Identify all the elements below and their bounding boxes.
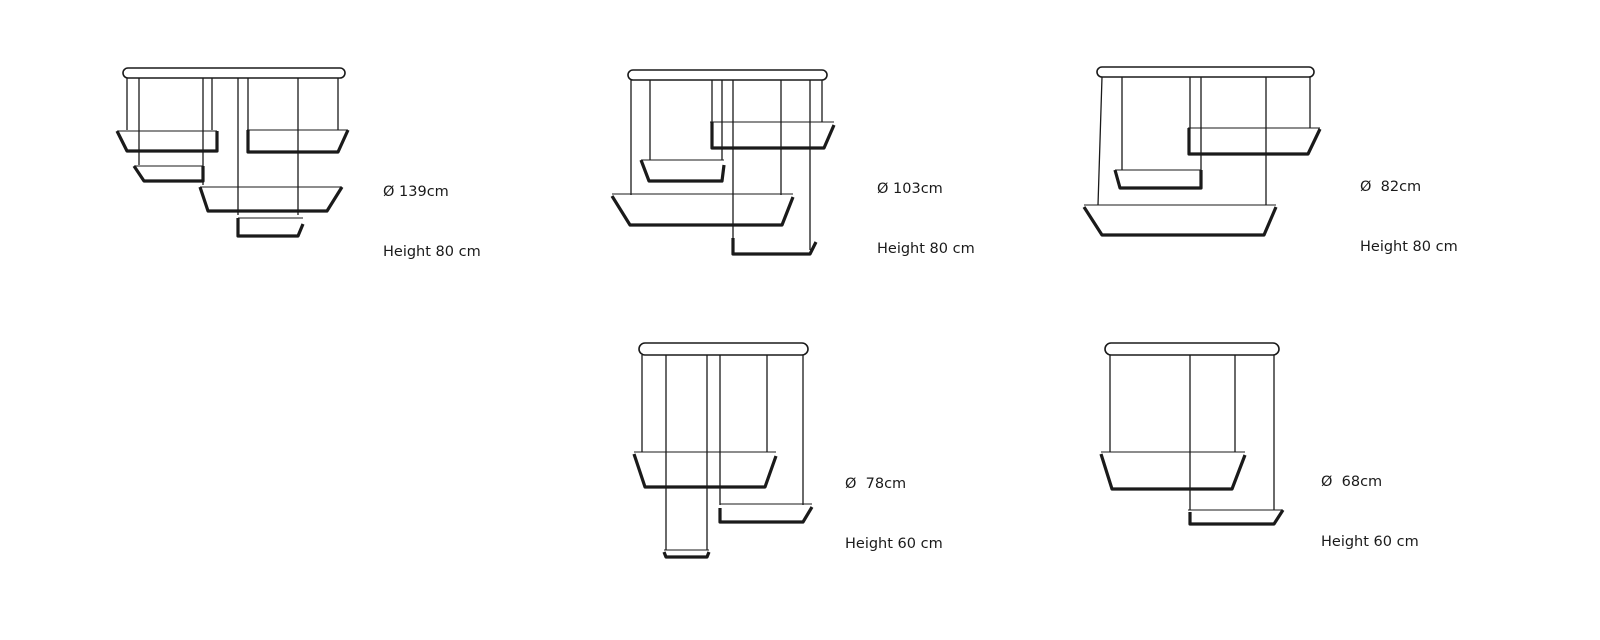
light-frame bbox=[198, 186, 344, 213]
diameter-label: Ø 78cm bbox=[845, 476, 907, 492]
light-frame bbox=[115, 130, 219, 153]
diameter-label: Ø 82cm bbox=[1360, 179, 1422, 195]
light-frame bbox=[610, 193, 795, 227]
ceiling-canopy bbox=[627, 69, 828, 81]
suspension-wires bbox=[1097, 76, 1311, 206]
dimension-label-139: Ø 139cm Height 80 cm bbox=[383, 142, 481, 282]
light-frames bbox=[1082, 127, 1322, 237]
dimension-label-68: Ø 68cm Height 60 cm bbox=[1321, 432, 1419, 572]
lamp-variant-82 bbox=[1082, 66, 1322, 237]
suspension-wires bbox=[1109, 355, 1275, 510]
light-frame bbox=[236, 217, 305, 238]
light-frames bbox=[632, 451, 814, 559]
light-frame bbox=[662, 549, 711, 559]
dimension-label-78: Ø 78cm Height 60 cm bbox=[845, 434, 943, 574]
dimension-label-103: Ø 103cm Height 80 cm bbox=[877, 139, 975, 279]
lamp-variant-103 bbox=[610, 69, 836, 256]
lamp-variant-139 bbox=[115, 67, 350, 238]
height-label: Height 60 cm bbox=[845, 536, 943, 552]
lamp-variant-78 bbox=[632, 342, 814, 559]
light-frame bbox=[639, 159, 726, 183]
ceiling-canopy bbox=[122, 67, 346, 79]
height-label: Height 80 cm bbox=[1360, 239, 1458, 255]
light-frame bbox=[1099, 451, 1247, 491]
light-frames bbox=[115, 129, 350, 238]
light-frame bbox=[246, 129, 350, 154]
height-label: Height 80 cm bbox=[877, 241, 975, 257]
light-frame bbox=[1187, 127, 1322, 156]
light-frame bbox=[1082, 204, 1278, 237]
diameter-label: Ø 139cm bbox=[383, 184, 449, 200]
light-frame bbox=[710, 121, 836, 150]
light-frame bbox=[1188, 509, 1285, 526]
light-frame bbox=[632, 451, 778, 489]
light-frames bbox=[610, 121, 836, 256]
suspension-wires bbox=[126, 78, 339, 215]
light-frames bbox=[1099, 451, 1285, 526]
ceiling-canopy bbox=[638, 342, 809, 356]
light-frame bbox=[731, 238, 818, 256]
light-frame bbox=[718, 503, 814, 524]
lamp-variant-68 bbox=[1099, 342, 1285, 526]
height-label: Height 80 cm bbox=[383, 244, 481, 260]
diameter-label: Ø 68cm bbox=[1321, 474, 1383, 490]
ceiling-canopy bbox=[1104, 342, 1280, 356]
height-label: Height 60 cm bbox=[1321, 534, 1419, 550]
light-frame bbox=[1113, 169, 1203, 190]
ceiling-canopy bbox=[1096, 66, 1315, 78]
light-frame bbox=[132, 165, 205, 183]
diameter-label: Ø 103cm bbox=[877, 181, 943, 197]
dimension-label-82: Ø 82cm Height 80 cm bbox=[1360, 137, 1458, 277]
